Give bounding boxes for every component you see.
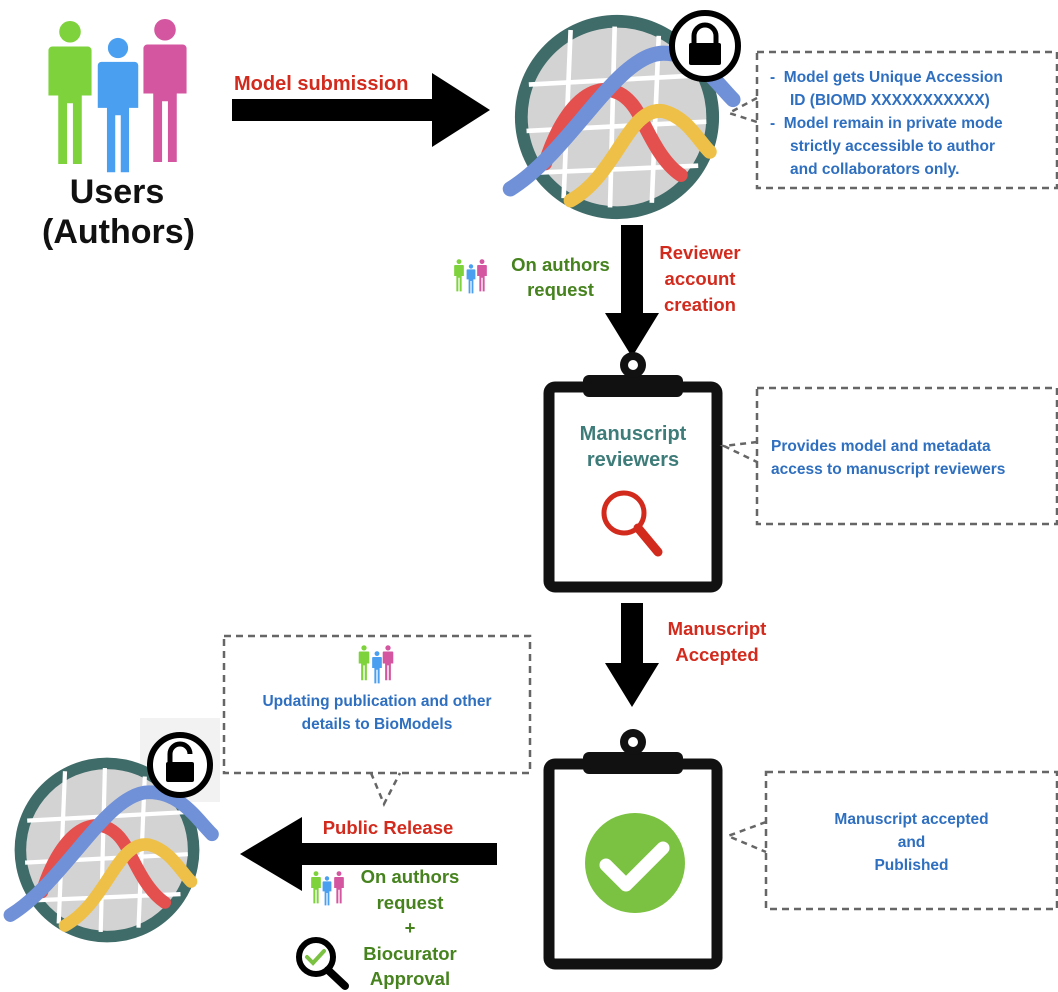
- published-callout-text: Manuscript accepted and Published: [766, 808, 1057, 877]
- callout-line-4: strictly accessible to author: [790, 138, 996, 155]
- public-release-arrow: [240, 817, 497, 891]
- unlock-icon: [147, 732, 213, 798]
- callout-line: access to manuscript reviewers: [771, 461, 1006, 478]
- public-release-label: Public Release: [322, 817, 454, 838]
- authors-request-icon: [311, 871, 344, 906]
- label-line: On authors: [511, 254, 610, 275]
- label-line: request: [376, 891, 444, 913]
- model-submission-label: Model submission: [234, 73, 409, 95]
- manuscript-reviewers-title: Manuscript reviewers: [559, 421, 707, 473]
- biocurator-magnifier-icon: [296, 937, 349, 990]
- users-title-line1: Users: [69, 173, 165, 211]
- label-line: request: [527, 279, 594, 300]
- label-line: +: [404, 917, 416, 938]
- callout-line: Provides model and metadata: [771, 438, 991, 455]
- callout-line: and: [897, 834, 926, 851]
- published-callout: [764, 770, 1058, 911]
- release-conditions-label: On authors request + Biocurator Approval: [346, 864, 474, 992]
- label-line: Manuscript: [667, 618, 767, 639]
- label-line: Accepted: [675, 644, 759, 665]
- lock-icon: [669, 10, 741, 82]
- submission-arrow: [232, 73, 490, 147]
- callout-line-3: Model remain in private mode: [783, 115, 1003, 132]
- accession-callout: [755, 50, 1058, 190]
- manuscript-accepted-label: Manuscript Accepted: [657, 616, 777, 668]
- reviewer-account-label: Reviewer account creation: [645, 240, 755, 318]
- authors-small-icon: [454, 259, 487, 294]
- bullet: -: [770, 115, 776, 132]
- label-line: account: [664, 268, 736, 289]
- callout-line: Published: [874, 857, 949, 874]
- callout-line: Manuscript accepted: [834, 811, 989, 828]
- callout-line-1: Model gets Unique Accession: [783, 69, 1003, 86]
- callout-line: details to BioModels: [301, 716, 453, 733]
- label-line: Biocurator: [363, 942, 457, 964]
- title-line: Manuscript: [579, 423, 687, 445]
- bullet: -: [770, 69, 776, 86]
- update-callout: [222, 634, 532, 775]
- update-people-icon: [358, 645, 394, 684]
- label-line: On authors: [360, 866, 460, 887]
- on-authors-request-label: On authors request: [498, 252, 623, 302]
- accession-callout-text: - Model gets Unique Accession ID (BIOMD …: [770, 66, 1003, 181]
- update-callout-text: Updating publication and other details t…: [224, 690, 530, 736]
- users-title: Users (Authors): [42, 172, 195, 252]
- accepted-arrow: [605, 603, 659, 707]
- callout-line-5: and collaborators only.: [790, 161, 960, 178]
- callout-line: Updating publication and other: [262, 693, 492, 710]
- users-icon: [48, 18, 187, 173]
- title-line: reviewers: [586, 449, 680, 471]
- check-icon: [585, 813, 685, 913]
- callout-line-2: ID (BIOMD XXXXXXXXXXX): [790, 92, 990, 109]
- label-line: Reviewer: [659, 242, 741, 263]
- magnifier-icon: [601, 490, 663, 557]
- users-title-line2: (Authors): [42, 213, 195, 251]
- label-line: creation: [664, 294, 736, 315]
- reviewers-callout-text: Provides model and metadata access to ma…: [771, 435, 1005, 481]
- reviewers-callout: [755, 386, 1058, 526]
- label-line: Approval: [369, 968, 451, 989]
- reviewer-arrow: [605, 225, 659, 357]
